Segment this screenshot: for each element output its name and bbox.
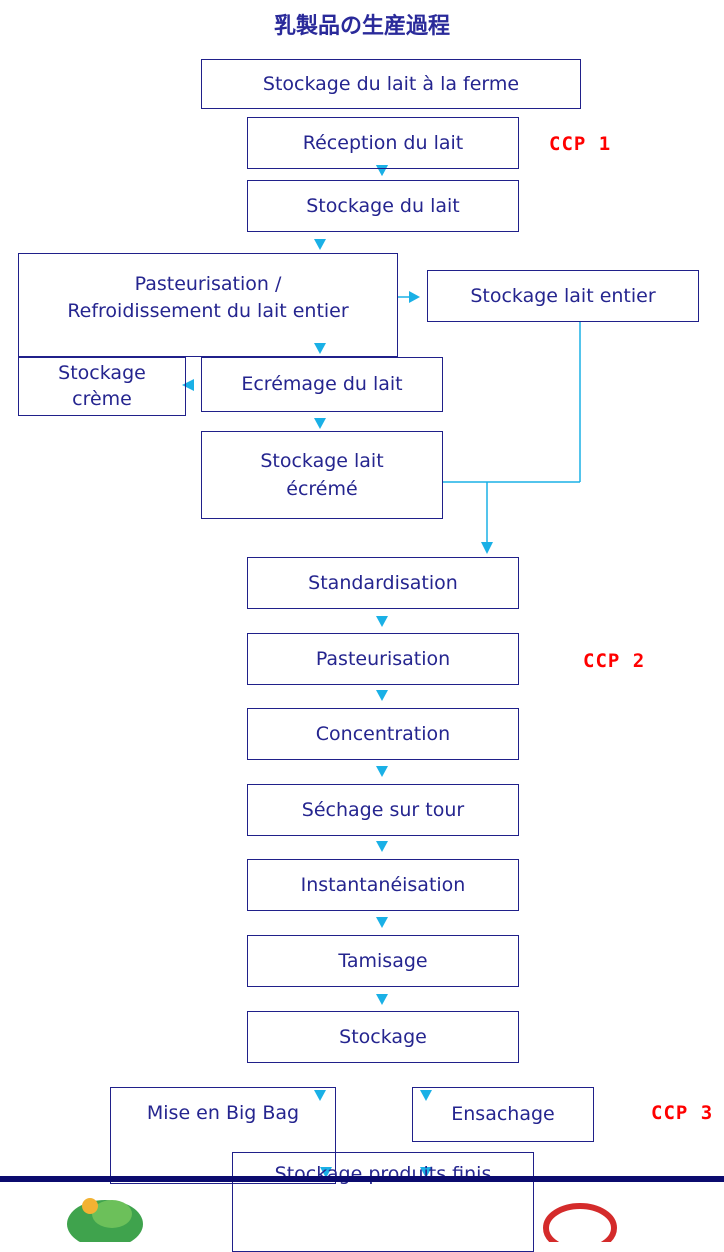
step-label-line1: Stockage lait — [260, 449, 384, 472]
arrow-head — [314, 239, 326, 250]
step-label: Stockage du lait — [306, 194, 460, 217]
arrow-head — [409, 291, 420, 303]
step-label: Ecrémage du lait — [241, 373, 403, 396]
left-logo — [67, 1198, 143, 1242]
arrow-head — [376, 690, 388, 701]
arrow-head — [314, 418, 326, 429]
ccp-3-label: CCP 3 — [651, 1102, 714, 1124]
step-label: Réception du lait — [302, 131, 464, 154]
step-label: Stockage lait entier — [470, 284, 656, 307]
step-label-line1: Stockage — [58, 361, 146, 384]
step-finished-products-storage: Stockage produits finis — [232, 1152, 534, 1252]
step-label: Ensachage — [451, 1103, 555, 1126]
step-label: Mise en Big Bag — [146, 1102, 300, 1124]
step-label-line2: Refroidissement du lait entier — [67, 300, 349, 322]
step-label: Pasteurisation — [315, 647, 451, 670]
step-label: Instantanéisation — [300, 873, 466, 896]
arrow-head — [376, 616, 388, 627]
arrow-head — [376, 766, 388, 777]
step-big-bag: Mise en Big Bag — [110, 1087, 336, 1184]
footer-band — [0, 1176, 724, 1182]
step-label: Concentration — [315, 722, 451, 745]
right-logo — [543, 1203, 617, 1242]
step-label: Stockage produits finis — [274, 1163, 492, 1185]
step-label: Séchage sur tour — [301, 798, 465, 821]
arrow-head — [314, 1090, 326, 1101]
step-tower-drying: Séchage sur tour — [247, 784, 519, 836]
step-whole-milk-storage: Stockage lait entier — [427, 270, 699, 322]
step-label: Stockage du lait à la ferme — [262, 72, 520, 95]
step-bagging: Ensachage — [412, 1087, 594, 1142]
step-pasteurisation: Pasteurisation — [247, 633, 519, 685]
step-label: Standardisation — [308, 571, 458, 594]
arrow-head — [376, 917, 388, 928]
step-label-line1: Pasteurisation / — [134, 273, 282, 296]
step-milk-storage: Stockage du lait — [247, 180, 519, 232]
step-powder-storage: Stockage — [247, 1011, 519, 1063]
step-standardisation: Standardisation — [247, 557, 519, 609]
arrow-head — [320, 1167, 332, 1178]
step-sieving: Tamisage — [247, 935, 519, 987]
arrow-head — [376, 994, 388, 1005]
step-pasteurisation-cooling: Pasteurisation / Refroidissement du lait… — [18, 253, 398, 357]
step-reception: Réception du lait — [247, 117, 519, 169]
ccp-1-label: CCP 1 — [549, 133, 612, 155]
step-label: Stockage — [339, 1025, 427, 1048]
arrow-head — [314, 343, 326, 354]
step-label-line2: crème — [72, 387, 132, 410]
arrow-head — [376, 165, 388, 176]
ccp-2-label: CCP 2 — [583, 650, 646, 672]
step-concentration: Concentration — [247, 708, 519, 760]
arrow-head — [481, 542, 493, 554]
arrow-head — [420, 1167, 432, 1178]
arrow-head — [420, 1090, 432, 1101]
step-skimming: Ecrémage du lait — [201, 357, 443, 412]
step-label: Tamisage — [338, 949, 428, 972]
arrow-head — [182, 379, 194, 391]
step-cream-storage: Stockage crème — [18, 357, 186, 416]
step-label-line2: écrémé — [286, 478, 358, 500]
arrow-head — [376, 841, 388, 852]
diagram-title: 乳製品の生産過程 — [273, 14, 450, 39]
step-skim-milk-storage: Stockage lait écrémé — [201, 431, 443, 519]
step-farm-storage: Stockage du lait à la ferme — [201, 59, 581, 109]
step-instantisation: Instantanéisation — [247, 859, 519, 911]
